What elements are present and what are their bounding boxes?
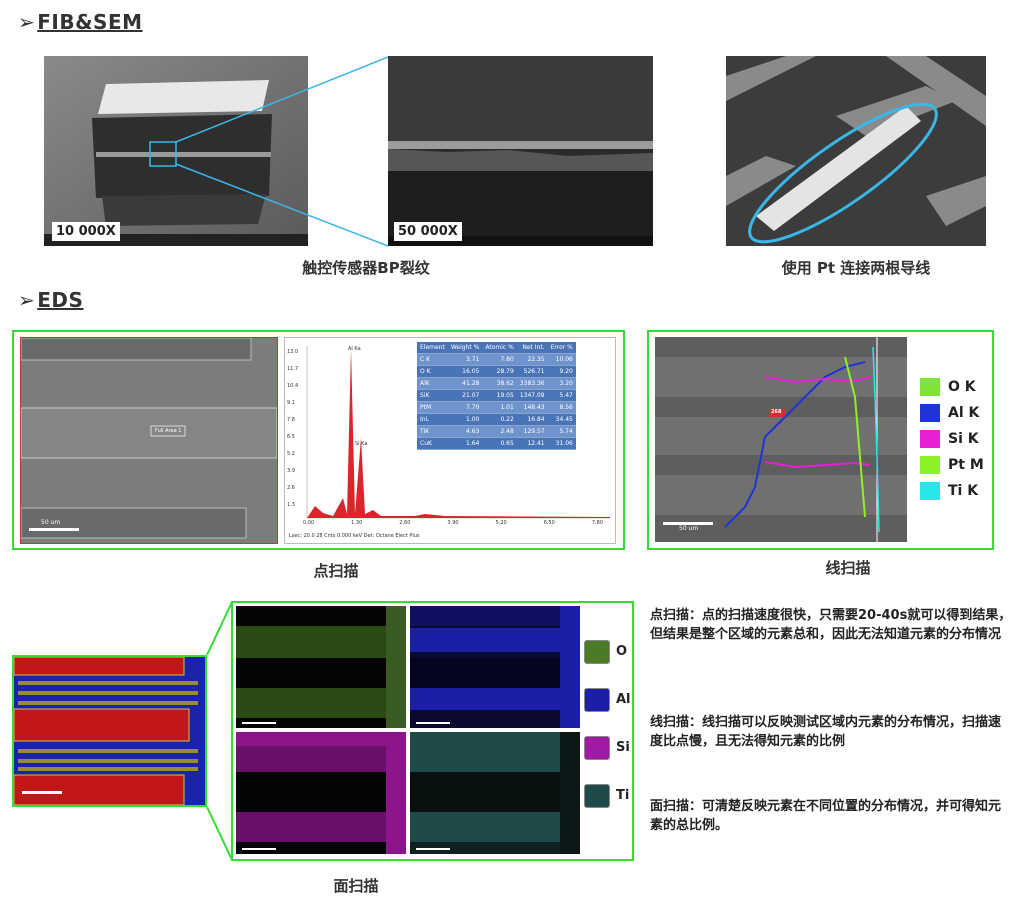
swatch-icon	[920, 430, 940, 448]
sem-pt-graphic	[726, 56, 986, 246]
note-line-scan: 线扫描：线扫描可以反映测试区域内元素的分布情况，扫描速度比点慢，且无法得知元素的…	[650, 715, 1002, 749]
peak-label-al: Al Ka	[348, 346, 361, 352]
line-scan-panel	[647, 330, 994, 550]
map-legend-item-o: O	[584, 640, 627, 668]
spectrum-plot	[306, 346, 610, 519]
swatch-icon	[920, 456, 940, 474]
map-tile-si	[236, 732, 406, 854]
line-scan-graphic	[655, 337, 907, 542]
spectrum-footer: Lsec: 20.0 28 Cnts 0.000 keV Det: Octane…	[289, 533, 420, 539]
magnification-label: 50 000X	[394, 222, 462, 241]
swatch-icon	[920, 404, 940, 422]
line-scan-legend: O K Al K Si K Pt M Ti K	[920, 374, 984, 504]
swatch-icon	[920, 378, 940, 396]
caption-bp-crack: 触控传感器BP裂纹	[302, 259, 430, 277]
point-scan-sem: Full Area 1 50 um	[20, 337, 278, 544]
caption-line-scan: 线扫描	[825, 559, 871, 577]
swatch-icon	[584, 784, 610, 808]
map-overlay-graphic	[14, 657, 205, 805]
section-title-eds: ➢EDS	[18, 288, 84, 312]
map-scan-panel	[231, 601, 634, 861]
arrow-icon: ➢	[18, 288, 36, 312]
marker-label: 268	[771, 409, 782, 415]
arrow-icon: ➢	[18, 10, 36, 34]
legend-item-o: O K	[920, 374, 984, 400]
swatch-icon	[584, 688, 610, 712]
map-tile-ti-graphic	[410, 732, 580, 854]
caption-map-scan: 面扫描	[333, 877, 379, 895]
caption-pt-connection: 使用 Pt 连接两根导线	[781, 259, 931, 277]
sem-crack-graphic	[388, 56, 653, 246]
legend-item-si: Si K	[920, 426, 984, 452]
sem-image-crack	[388, 56, 653, 246]
scale-bar-label: 50 um	[41, 519, 61, 526]
line-scan-image: 268 50 um	[655, 337, 907, 542]
map-tile-o	[236, 606, 406, 728]
map-tile-o-graphic	[236, 606, 406, 728]
caption-point-scan: 点扫描	[313, 562, 359, 580]
eds-spectrum: Al Ka Si Ka 13.0 11.7 10.4 9.1 7.8 6.5 5…	[284, 337, 616, 544]
map-legend-item-ti: Ti	[584, 784, 629, 812]
map-tile-ti	[410, 732, 580, 854]
point-scan-panel	[12, 330, 625, 550]
sem-image-trench	[44, 56, 308, 246]
map-legend-item-al: Al	[584, 688, 631, 716]
peak-label-si: Si Ka	[355, 441, 368, 447]
legend-item-al: Al K	[920, 400, 984, 426]
legend-item-pt: Pt M	[920, 452, 984, 478]
swatch-icon	[584, 640, 610, 664]
map-tile-al	[410, 606, 580, 728]
swatch-icon	[920, 482, 940, 500]
map-legend-item-si: Si	[584, 736, 630, 764]
zoom-lines	[175, 56, 389, 247]
note-point-scan: 点扫描：点的扫描速度很快，只需要20-40s就可以得到结果，但结果是整个区域的元…	[650, 608, 1012, 642]
map-tile-si-graphic	[236, 732, 406, 854]
note-map-scan: 面扫描：可清楚反映元素在不同位置的分布情况，并可得知元素的总比例。	[650, 799, 1002, 833]
sem-trench-graphic	[44, 56, 308, 246]
section-title-fib: ➢FIB&SEM	[18, 10, 143, 34]
spectrum-x-ticks: 0.00 1.30 2.60 3.90 5.20 6.50 7.80	[303, 520, 603, 526]
swatch-icon	[584, 736, 610, 760]
magnification-label: 10 000X	[52, 222, 120, 241]
map-tile-al-graphic	[410, 606, 580, 728]
scale-bar-label: 50 um	[679, 525, 699, 532]
spectrum-y-ticks: 13.0 11.7 10.4 9.1 7.8 6.5 5.2 3.9 2.6 1…	[287, 349, 299, 508]
point-scan-sem-graphic	[20, 337, 278, 543]
area-label: Full Area 1	[155, 428, 182, 434]
map-zoom-lines	[206, 601, 233, 861]
map-overlay-image	[12, 655, 207, 807]
sem-image-pt-connection	[726, 56, 986, 246]
legend-item-ti: Ti K	[920, 478, 984, 504]
